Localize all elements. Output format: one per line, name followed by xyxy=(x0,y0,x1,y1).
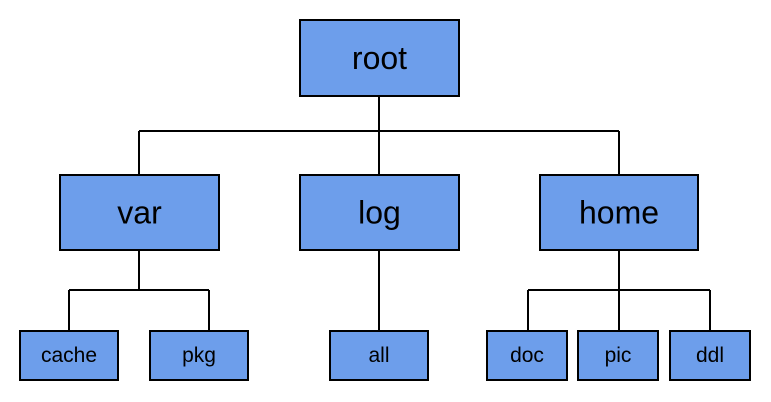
node-label: pic xyxy=(605,344,632,367)
node-label: all xyxy=(368,344,389,367)
node-ddl: ddl xyxy=(669,330,751,381)
node-pic: pic xyxy=(577,330,659,381)
node-box xyxy=(669,330,751,381)
node-doc: doc xyxy=(486,330,568,381)
node-box xyxy=(539,174,699,251)
node-label: cache xyxy=(41,344,97,367)
node-label: log xyxy=(358,195,401,231)
node-box xyxy=(577,330,659,381)
node-label: pkg xyxy=(182,344,216,367)
node-label: doc xyxy=(510,344,544,367)
tree-connectors xyxy=(68,96,711,331)
node-label: ddl xyxy=(696,344,724,367)
node-box xyxy=(486,330,568,381)
node-var: var xyxy=(59,174,220,251)
node-label: root xyxy=(352,40,407,76)
node-pkg: pkg xyxy=(149,330,249,381)
node-all: all xyxy=(329,330,429,381)
node-box xyxy=(59,174,220,251)
node-box xyxy=(299,19,460,97)
node-label: var xyxy=(117,195,162,231)
node-home: home xyxy=(539,174,699,251)
node-box xyxy=(329,330,429,381)
node-label: home xyxy=(579,195,659,231)
node-cache: cache xyxy=(19,330,119,381)
node-root: root xyxy=(299,19,460,97)
node-box xyxy=(149,330,249,381)
node-box xyxy=(19,330,119,381)
node-log: log xyxy=(299,174,460,251)
node-box xyxy=(299,174,460,251)
